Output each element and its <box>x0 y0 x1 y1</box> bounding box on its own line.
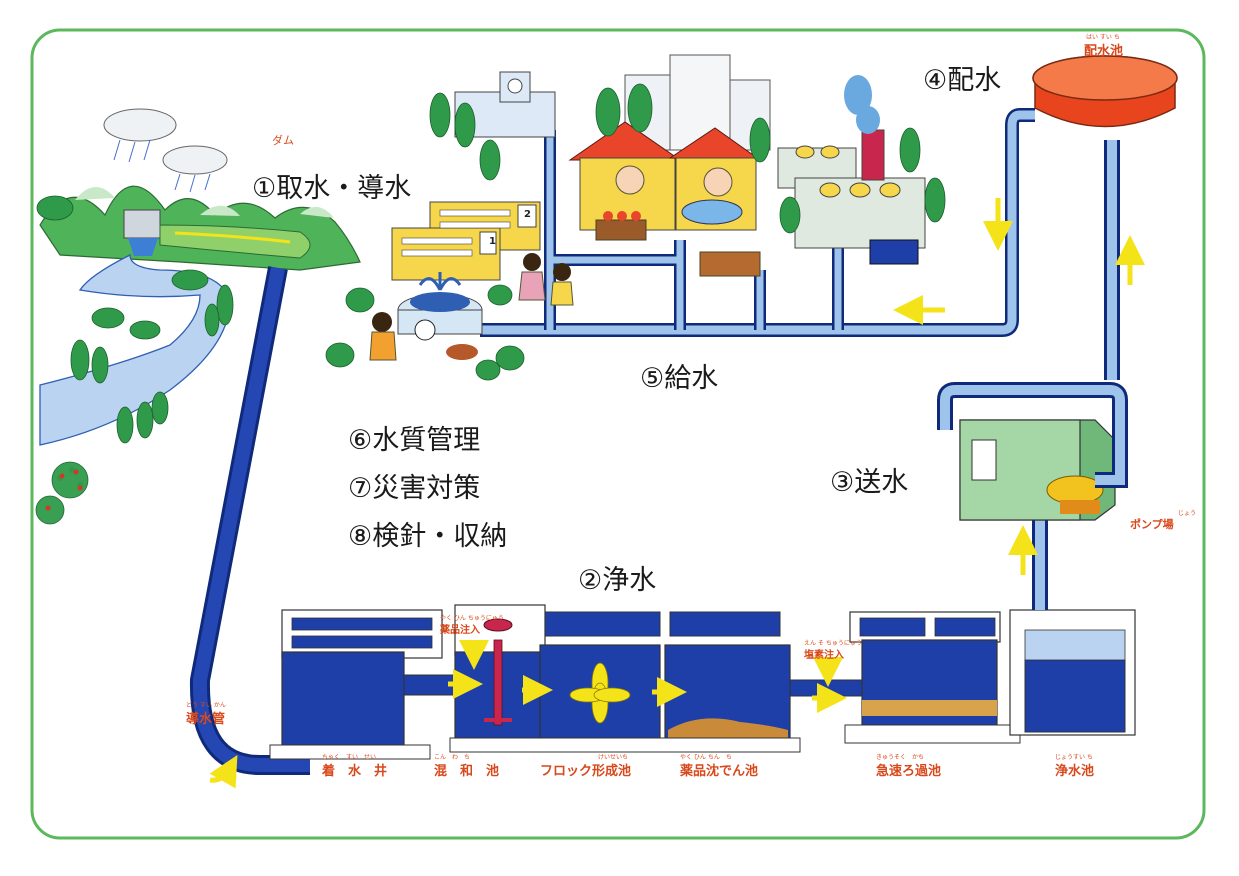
chemical-injection-ruby: やく ひん ちゅうにゅう <box>440 615 504 622</box>
floc-basin-ruby: けいせいち <box>598 754 629 761</box>
pump-station <box>959 419 1116 521</box>
chemical-injection-label: 薬品注入 <box>440 625 480 636</box>
sedimentation-basin-ruby: やく ひん ちん ち <box>680 754 732 761</box>
stage-disaster-label: ⑦災害対策 <box>348 473 481 504</box>
dam-label: ダム <box>272 134 294 147</box>
stage-intake-label: ①取水・導水 <box>252 173 412 204</box>
pump-station-label: ポンプ場 <box>1130 518 1174 531</box>
stage-purification-label: ②浄水 <box>578 565 657 596</box>
distribution-reservoir <box>1032 55 1178 128</box>
clear-well-ruby: じょうすい ち <box>1055 754 1093 761</box>
school-number-2: 2 <box>524 209 531 220</box>
mixing-basin-label: 混 和 池 <box>434 764 500 779</box>
receiving-well-ruby: ちゃく すい せい <box>322 754 377 761</box>
dam-area <box>35 108 361 525</box>
purification-plant <box>269 604 1136 760</box>
chlorine-injection-ruby: えん そ ちゅうにゅう <box>804 640 862 647</box>
stage-transmission-label: ③送水 <box>830 467 909 498</box>
receiving-well-label: 着 水 井 <box>322 764 388 779</box>
distribution-reservoir-label: 配水池 <box>1084 44 1124 59</box>
mixing-basin-ruby: こん わ ち <box>434 754 471 761</box>
rapid-filter-ruby: きゅうそく かち <box>876 754 925 761</box>
distribution-reservoir-ruby: はい すい ち <box>1086 34 1120 41</box>
rapid-filter-label: 急速ろ過池 <box>876 764 942 779</box>
floc-basin-label: フロック形成池 <box>540 764 632 779</box>
frame-border <box>30 28 1206 840</box>
dam-structure <box>123 209 161 239</box>
stage-supply-label: ⑤給水 <box>640 363 719 394</box>
stage-quality-label: ⑥水質管理 <box>348 425 481 456</box>
school-number-1: 1 <box>489 236 496 247</box>
conduit-label: 導水管 <box>186 712 226 727</box>
chlorine-injection-label: 塩素注入 <box>804 650 844 661</box>
clear-well-label: 浄水池 <box>1055 764 1095 779</box>
sedimentation-basin-label: 薬品沈でん池 <box>680 764 759 779</box>
pump-station-ruby: じょう <box>1178 510 1197 517</box>
stage-metering-label: ⑧検針・収納 <box>348 521 508 552</box>
town <box>325 54 946 381</box>
conduit-ruby: どう すい かん <box>186 702 226 709</box>
stage-distribution-label: ④配水 <box>923 65 1002 96</box>
